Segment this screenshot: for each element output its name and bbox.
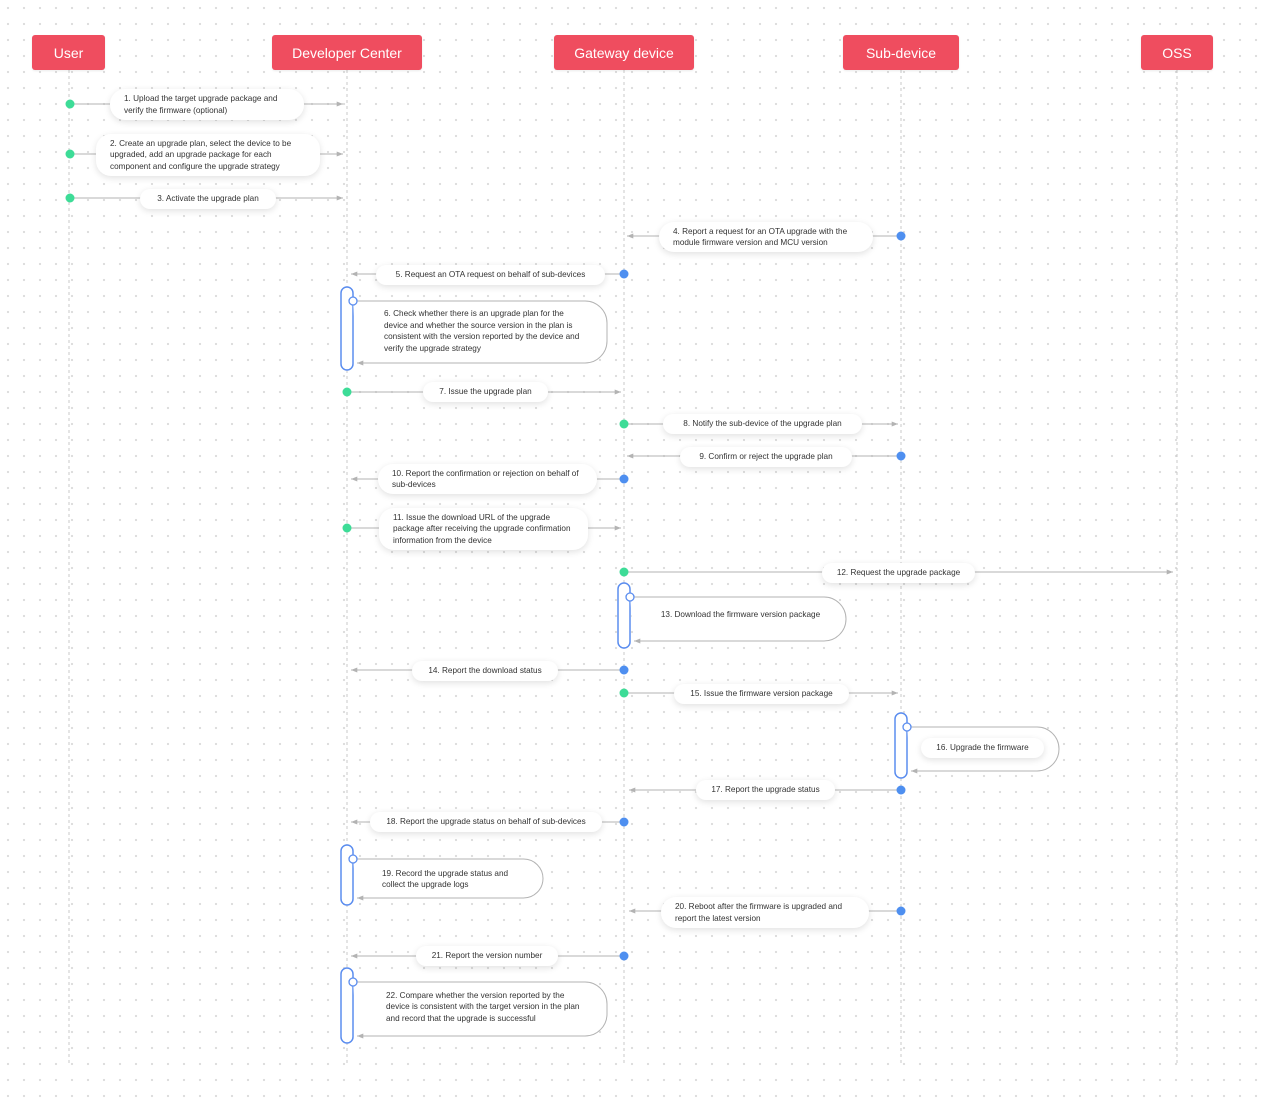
- step-8-label: 8. Notify the sub-device of the upgrade …: [663, 414, 862, 434]
- step-4-label: 4. Report a request for an OTA upgrade w…: [659, 222, 873, 252]
- step-5-label: 5. Request an OTA request on behalf of s…: [376, 265, 605, 285]
- step-10-start-dot: [619, 474, 629, 484]
- step-12-start-dot: [619, 567, 629, 577]
- step-17-start-dot: [896, 785, 906, 795]
- step-5-start-dot: [619, 269, 629, 279]
- step-7-start-dot: [342, 387, 352, 397]
- step-14-label: 14. Report the download status: [412, 661, 558, 681]
- step-2-start-dot: [65, 149, 75, 159]
- step-20-start-dot: [896, 906, 906, 916]
- step-14-start-dot: [619, 665, 629, 675]
- step-12-label: 12. Request the upgrade package: [822, 563, 975, 583]
- step-22-activation-bar: [340, 967, 354, 1044]
- participant-user: User: [32, 35, 105, 70]
- step-19-self-call-dot: [348, 854, 358, 864]
- step-18-start-dot: [619, 817, 629, 827]
- step-11-start-dot: [342, 523, 352, 533]
- step-19-label: 19. Record the upgrade status and collec…: [368, 864, 530, 894]
- step-18-label: 18. Report the upgrade status on behalf …: [370, 812, 602, 832]
- step-6-label: 6. Check whether there is an upgrade pla…: [370, 305, 598, 357]
- step-16-label: 16. Upgrade the firmware: [921, 738, 1044, 758]
- step-1-label: 1. Upload the target upgrade package and…: [110, 89, 304, 120]
- step-8-start-dot: [619, 419, 629, 429]
- step-9-start-dot: [896, 451, 906, 461]
- step-15-start-dot: [619, 688, 629, 698]
- step-2-label: 2. Create an upgrade plan, select the de…: [96, 134, 320, 176]
- step-21-start-dot: [619, 951, 629, 961]
- step-3-label: 3. Activate the upgrade plan: [140, 189, 276, 209]
- step-19-activation-bar: [340, 844, 354, 906]
- participant-gateway-device: Gateway device: [554, 35, 694, 70]
- step-20-label: 20. Reboot after the firmware is upgrade…: [661, 897, 869, 928]
- step-13-label: 13. Download the firmware version packag…: [644, 605, 837, 625]
- step-17-label: 17. Report the upgrade status: [696, 780, 835, 800]
- step-6-self-call-dot: [348, 296, 358, 306]
- step-13-self-call-dot: [625, 592, 635, 602]
- step-7-label: 7. Issue the upgrade plan: [423, 382, 548, 402]
- step-1-start-dot: [65, 99, 75, 109]
- step-10-label: 10. Report the confirmation or rejection…: [378, 464, 597, 494]
- step-9-label: 9. Confirm or reject the upgrade plan: [680, 447, 852, 467]
- participant-developer-center: Developer Center: [272, 35, 422, 70]
- step-3-start-dot: [65, 193, 75, 203]
- step-22-self-call-dot: [348, 977, 358, 987]
- step-11-label: 11. Issue the download URL of the upgrad…: [379, 508, 588, 550]
- step-16-self-call-dot: [902, 722, 912, 732]
- step-4-start-dot: [896, 231, 906, 241]
- step-6-activation-bar: [340, 286, 354, 371]
- participant-oss: OSS: [1141, 35, 1213, 70]
- step-15-label: 15. Issue the firmware version package: [674, 684, 849, 704]
- step-21-label: 21. Report the version number: [416, 946, 558, 966]
- step-22-label: 22. Compare whether the version reported…: [372, 985, 598, 1029]
- participant-sub-device: Sub-device: [843, 35, 959, 70]
